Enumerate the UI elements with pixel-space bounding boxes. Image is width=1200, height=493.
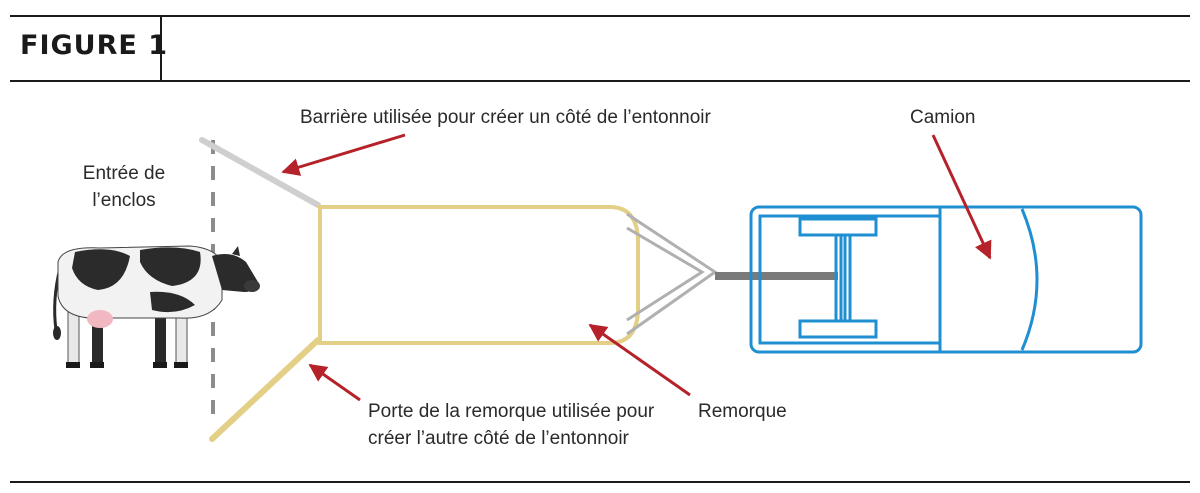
bottom-rule bbox=[10, 481, 1190, 483]
header-divider bbox=[160, 15, 162, 82]
pen-entry-label: Entrée de l’enclos bbox=[80, 160, 168, 214]
gate-label-line2: créer l’autre côté de l’entonnoir bbox=[368, 428, 629, 449]
trailer-hitch bbox=[626, 212, 718, 336]
gate-label-line1: Porte de la remorque utilisée pour bbox=[368, 401, 655, 422]
arrow-barrier bbox=[281, 133, 406, 176]
barrier-label: Barrière utilisée pour créer un côté de … bbox=[300, 107, 711, 128]
arrow-trailer bbox=[588, 323, 691, 397]
figure-title: FIGURE 1 bbox=[20, 30, 168, 61]
pen-entry-label-line2: l’enclos bbox=[92, 190, 156, 211]
arrow-gate bbox=[308, 363, 361, 402]
barrier-line bbox=[199, 137, 321, 208]
truck-label: Camion bbox=[910, 107, 976, 128]
header-rule bbox=[10, 80, 1190, 82]
trailer-gate-line bbox=[209, 337, 321, 442]
pen-entry-label-line1: Entrée de bbox=[82, 163, 166, 184]
truck bbox=[749, 205, 1143, 354]
gate-label: Porte de la remorque utilisée pour créer… bbox=[368, 398, 654, 452]
top-rule bbox=[10, 15, 1190, 17]
annotation-arrows bbox=[281, 133, 992, 402]
cow-illustration bbox=[53, 245, 260, 368]
trailer-body bbox=[318, 205, 640, 345]
trailer-label: Remorque bbox=[698, 401, 787, 422]
arrow-truck bbox=[931, 134, 992, 260]
